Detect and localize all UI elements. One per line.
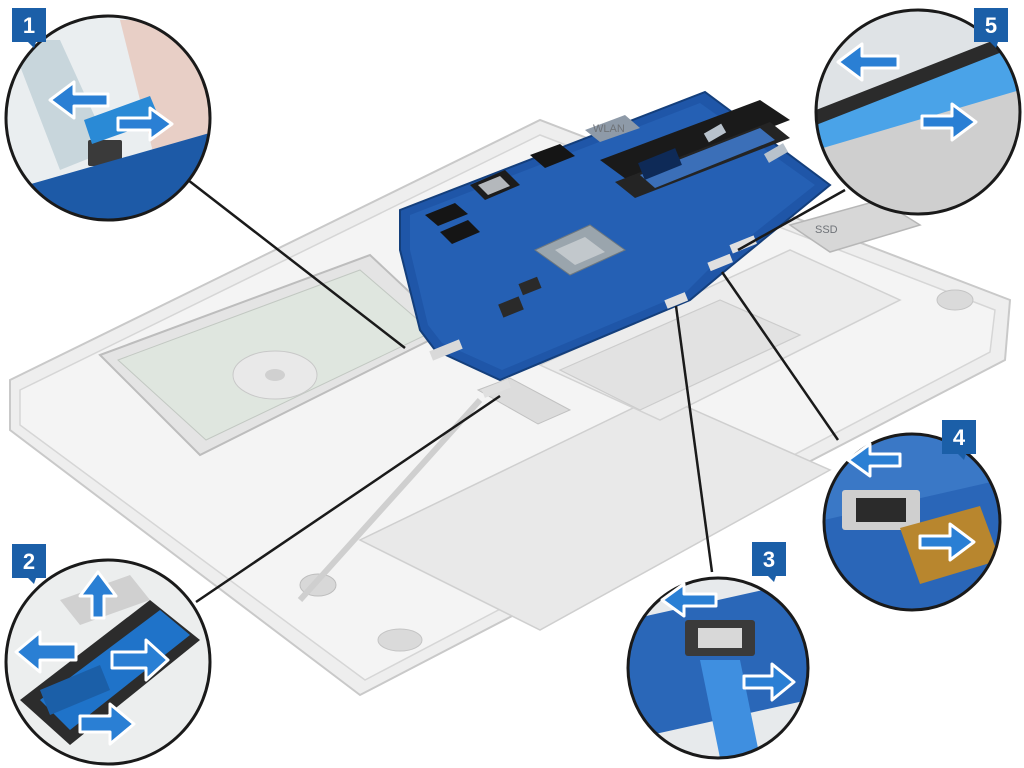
arrow-icon xyxy=(742,662,796,702)
step-number: 4 xyxy=(953,425,966,450)
zoom-callout-5 xyxy=(814,8,1022,216)
arrow-icon xyxy=(116,106,174,142)
arrow-icon xyxy=(836,42,900,82)
arrow-icon xyxy=(78,702,136,746)
callout-lines xyxy=(187,179,846,604)
arrows xyxy=(14,42,978,746)
ssd-plate: SSD xyxy=(788,199,922,253)
step-badges: 1 2 3 4 5 xyxy=(12,8,1008,584)
arrow-icon xyxy=(918,522,976,562)
step-badge-3: 3 xyxy=(752,542,786,582)
step-badge-1: 1 xyxy=(12,8,46,48)
ssd-label: SSD xyxy=(815,224,838,236)
step-number: 2 xyxy=(23,549,35,574)
motherboard: WLAN xyxy=(399,90,832,398)
zoom-callout-3 xyxy=(626,576,810,760)
step-badge-5: 5 xyxy=(974,8,1008,48)
arrow-icon xyxy=(110,638,170,682)
wlan-label: WLAN xyxy=(593,123,625,135)
arrow-icon xyxy=(14,630,78,674)
arrow-icon xyxy=(846,442,902,478)
step-number: 3 xyxy=(763,547,775,572)
hard-drive xyxy=(98,253,452,457)
step-badge-2: 2 xyxy=(12,544,46,584)
zoom-callout-1 xyxy=(4,14,212,222)
arrow-icon xyxy=(660,582,718,618)
arrow-icon xyxy=(78,570,118,620)
step-badge-4: 4 xyxy=(942,420,976,460)
arrow-icon xyxy=(48,80,110,120)
step-number: 1 xyxy=(23,13,35,38)
arrow-icon xyxy=(920,102,978,142)
zoom-callout-4 xyxy=(822,432,1002,612)
step-number: 5 xyxy=(985,13,997,38)
